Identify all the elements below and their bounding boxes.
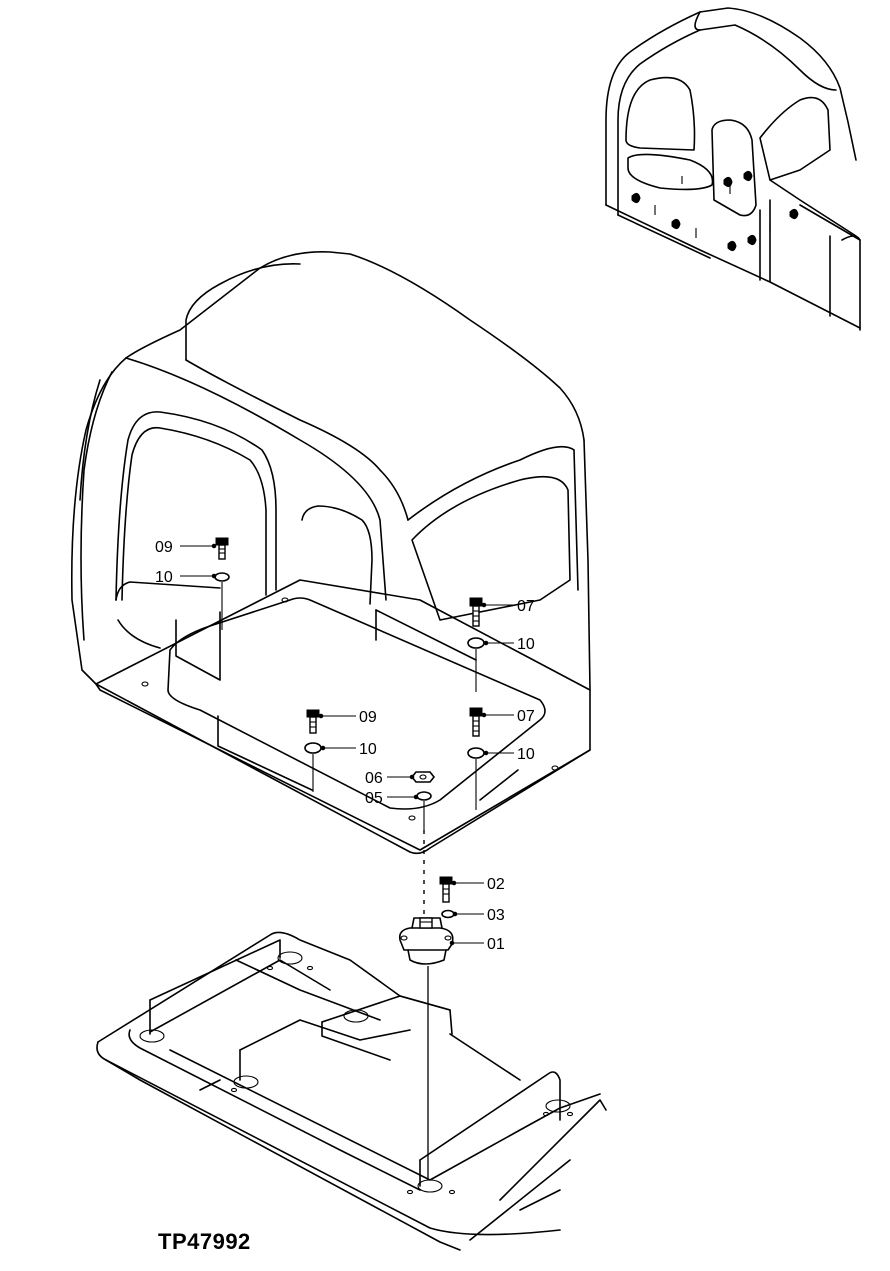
bolt-icon — [306, 709, 320, 734]
cab-body — [70, 251, 591, 855]
figure-reference-number: TP47992 — [158, 1229, 251, 1254]
callout-label: 01 — [487, 936, 505, 953]
fasteners — [214, 537, 485, 830]
callout-label: 05 — [365, 790, 383, 807]
nut-icon — [410, 771, 436, 783]
inset-mount-markers — [631, 170, 799, 252]
washer-icon — [467, 637, 485, 649]
inset-cab-view — [605, 7, 861, 331]
base-frame — [96, 931, 607, 1251]
bolt-icon — [439, 876, 453, 903]
callout-label: 03 — [487, 907, 505, 924]
bolt-icon — [215, 537, 229, 560]
washer-icon — [214, 572, 230, 582]
callout-label: 09 — [359, 709, 377, 726]
rubber-mount — [398, 876, 455, 965]
callout-label: 02 — [487, 876, 505, 893]
bolt-icon — [469, 597, 483, 627]
callout-label: 07 — [517, 708, 535, 725]
callout-label: 09 — [155, 539, 173, 556]
callouts: 09 10 07 10 09 10 07 10 06 05 02 03 01 — [155, 539, 535, 953]
callout-label: 10 — [155, 569, 173, 586]
washer-icon — [416, 791, 432, 801]
callout-label: 10 — [517, 746, 535, 763]
callout-label: 10 — [359, 741, 377, 758]
callout-label: 07 — [517, 598, 535, 615]
washer-icon — [467, 747, 485, 759]
bolt-icon — [469, 707, 483, 737]
callout-label: 10 — [517, 636, 535, 653]
washer-icon — [304, 742, 322, 754]
lock-washer-icon — [441, 909, 455, 919]
callout-label: 06 — [365, 770, 383, 787]
